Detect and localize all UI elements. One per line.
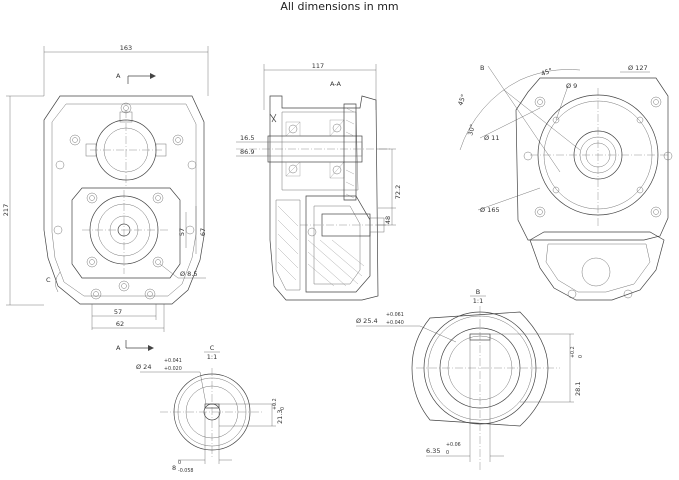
detail-c: C 1:1 Ø 24 +0.041 +0.020 21.3 +0.2 0 8 0… [136,344,286,474]
detail-b-dia-tol-lower: +0.040 [386,320,404,326]
section-dim-86-9: 86.9 [240,148,254,156]
detail-c-key-tol-upper: 0 [178,460,181,466]
detail-c-marker: C [46,276,51,284]
angle-30: 30° [466,123,477,136]
section-width-dim: 117 [312,62,324,70]
angle-45-top: 45° [540,66,554,77]
front-view: 163 A 217 [2,44,209,352]
detail-b-key-tol-lower: 0 [446,450,449,456]
detail-c-key-tol-lower: -0.058 [178,468,193,474]
detail-c-dia-tol-lower: +0.020 [164,366,182,372]
section-label: A-A [330,80,342,88]
detail-b-key-width: 6.35 [426,447,440,455]
detail-b-scale: 1:1 [473,297,483,305]
detail-c-dim-tol-upper: +0.2 [272,398,278,410]
front-hole-dia: Ø 8.5 [180,270,198,278]
section-marker-bottom: A [116,344,121,352]
detail-c-dim-21-3: 21.3 [276,410,284,424]
section-dim-48: 48 [384,216,392,224]
detail-c-scale: 1:1 [207,353,217,361]
front-height-dim: 217 [2,204,10,216]
side-view: 45° 45° 30° B Ø 127 Ø 9 [456,64,673,301]
detail-b-dim-tol-upper: +0.2 [570,346,576,358]
dia-165: Ø 165 [480,206,500,214]
detail-c-dia-tol-upper: +0.041 [164,358,182,364]
detail-c-key-width: 8 [172,464,176,472]
detail-b: B 1:1 Ø 25.4 +0.061 +0.040 28.1 +0.2 0 6… [356,288,584,470]
dia-127: Ø 127 [628,64,648,72]
angle-45-left: 45° [456,93,467,107]
detail-b-dia-tol-upper: +0.061 [386,312,404,318]
detail-b-dim-tol-lower: 0 [578,355,584,358]
detail-b-label: B [476,288,480,296]
front-width-dim: 163 [120,44,132,52]
section-dim-16-5: 16.5 [240,134,254,142]
detail-c-dim-tol-lower: 0 [280,407,286,410]
detail-b-key-tol-upper: +0.06 [446,442,461,448]
page-title: All dimensions in mm [280,0,399,13]
detail-c-label: C [210,344,215,352]
section-view: 117 A-A [236,62,402,301]
section-marker-top: A [116,72,121,80]
front-dim-67: 67 [199,228,207,236]
side-section-marker: B [480,64,484,72]
detail-b-dim-28-1: 28.1 [574,382,582,396]
detail-b-dia: Ø 25.4 [356,317,378,325]
front-bottom-57: 57 [114,308,122,316]
dia-9: Ø 9 [566,82,577,90]
dia-11: Ø 11 [484,134,499,142]
front-dim-57: 57 [178,228,186,236]
detail-c-dia: Ø 24 [136,363,151,371]
section-dim-72-2: 72.2 [394,185,402,199]
front-bottom-62: 62 [116,320,124,328]
